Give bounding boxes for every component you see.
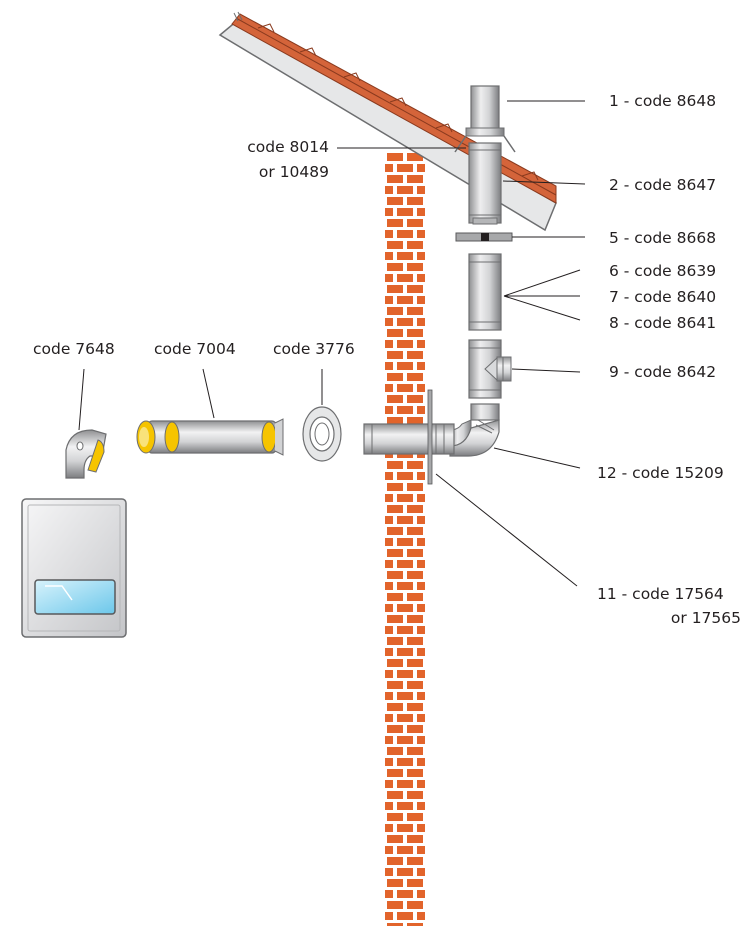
- wall-plate: [427, 389, 433, 485]
- label-code-8642: 9 - code 8642: [609, 363, 716, 381]
- labels: 1 - code 8648 2 - code 8647 5 - code 866…: [33, 92, 741, 627]
- leader-8: [503, 295, 581, 321]
- label-code-17564: 11 - code 17564: [597, 585, 724, 603]
- label-code-10489: or 10489: [259, 163, 329, 181]
- label-code-7004: code 7004: [154, 340, 236, 358]
- label-code-17565: or 17565: [671, 609, 741, 627]
- ceiling-plate: [455, 232, 513, 242]
- leader-2: [502, 180, 586, 185]
- label-code-15209: 12 - code 15209: [597, 464, 724, 482]
- label-code-8014: code 8014: [247, 138, 329, 156]
- label-code-7648: code 7648: [33, 340, 115, 358]
- label-code-8648: 1 - code 8648: [609, 92, 716, 110]
- leader-lines: [78, 100, 586, 587]
- roof-flashing-pipe: [468, 142, 502, 225]
- elbow-adapter: [449, 403, 500, 457]
- leader-12: [493, 447, 581, 469]
- horizontal-extension: [136, 418, 284, 456]
- label-code-8641: 8 - code 8641: [609, 314, 716, 332]
- brick-wall: [385, 151, 425, 926]
- leader-11: [435, 473, 578, 587]
- leader-7004: [202, 368, 215, 419]
- leader-9: [511, 368, 581, 373]
- leader-7648: [78, 368, 85, 431]
- leader-6: [503, 269, 581, 297]
- wall-rosette: [302, 406, 342, 462]
- extension-pipe: [468, 253, 502, 331]
- vertical-terminal: [454, 85, 516, 153]
- boiler-unit: [21, 498, 127, 638]
- label-code-3776: code 3776: [273, 340, 355, 358]
- label-code-8668: 5 - code 8668: [609, 229, 716, 247]
- label-code-8640: 7 - code 8640: [609, 288, 716, 306]
- wall-pipe: [363, 423, 455, 455]
- tee-with-inspection: [468, 339, 512, 399]
- boiler-elbow: [65, 429, 107, 479]
- label-code-8639: 6 - code 8639: [609, 262, 716, 280]
- label-code-8647: 2 - code 8647: [609, 176, 716, 194]
